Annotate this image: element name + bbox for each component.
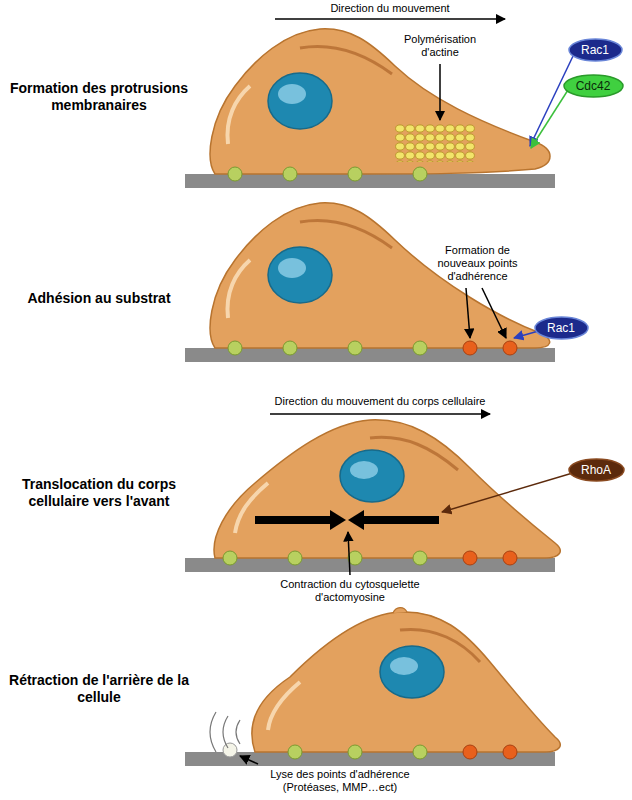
adhesion-point [228, 341, 242, 355]
annotation-label: Polymérisation d'actine [385, 33, 495, 59]
adhesion-point [348, 341, 362, 355]
new-adhesion-point [463, 341, 477, 355]
cell [214, 420, 560, 558]
actomyosin-bar [363, 516, 439, 524]
released-adhesion-point [223, 743, 237, 757]
cell-shading [300, 220, 392, 248]
panel-adhesion [185, 203, 555, 362]
protein-name: Cdc42 [563, 74, 624, 93]
nucleus [380, 646, 444, 698]
nucleus-highlight [278, 258, 306, 278]
oval-fill [569, 39, 622, 61]
protein-oval: Cdc42 [563, 74, 624, 98]
cell-highlight [235, 483, 268, 533]
panel-protrusion [185, 29, 555, 188]
adhesion-point [413, 551, 427, 565]
leader-line [530, 54, 574, 146]
new-adhesion-point [503, 551, 517, 565]
adhesion-point [413, 341, 427, 355]
leader-line [240, 756, 258, 764]
nucleus [268, 247, 332, 303]
adhesion-point [223, 551, 237, 565]
substrate [185, 558, 555, 572]
oval-fill [569, 459, 624, 481]
actomyosin-arrowhead [348, 510, 364, 530]
annotation-label: Direction du mouvement du corps cellulai… [220, 395, 540, 408]
actomyosin-arrowhead [330, 510, 346, 530]
nucleus-highlight [278, 84, 306, 104]
adhesion-point [348, 745, 362, 759]
nucleus-highlight [390, 657, 418, 675]
annotation-label: Direction du mouvement [270, 2, 510, 15]
stage-title: Formation des protrusions membranaires [4, 80, 194, 114]
cell [210, 29, 550, 174]
cell [252, 612, 560, 752]
new-adhesion-point [463, 745, 477, 759]
panel-retraction [185, 608, 560, 766]
adhesion-point [228, 167, 242, 181]
motion-line [210, 712, 216, 752]
cell-highlight [227, 86, 250, 144]
motion-line [223, 716, 228, 748]
cell [210, 203, 550, 348]
protein-name: Rac1 [534, 316, 589, 335]
leader-line [439, 64, 441, 120]
cell-highlight [268, 682, 300, 730]
motion-line [236, 720, 240, 744]
new-adhesion-point [503, 341, 517, 355]
nucleus-highlight [350, 461, 378, 479]
protein-name: Rac1 [568, 38, 623, 57]
protein-oval: RhoA [568, 458, 625, 482]
stage-title: Adhésion au substrat [4, 290, 194, 307]
panel-translocation [185, 420, 560, 572]
adhesion-point [413, 167, 427, 181]
cell-shading [300, 46, 392, 74]
cell-bump [393, 608, 407, 613]
direction-arrow [270, 413, 490, 415]
adhesion-point [283, 167, 297, 181]
actin-filaments [395, 124, 475, 162]
adhesion-point [283, 341, 297, 355]
adhesion-point [288, 551, 302, 565]
annotation-label: Contraction du cytosquelette d'actomyosi… [265, 578, 435, 604]
annotation-label: Lyse des points d'adhérence (Protéases, … [250, 768, 430, 794]
substrate [185, 752, 555, 766]
leader-line [482, 288, 506, 338]
oval-fill [564, 75, 623, 97]
protein-oval: Rac1 [568, 38, 623, 62]
adhesion-point [288, 745, 302, 759]
new-adhesion-point [503, 745, 517, 759]
adhesion-point [413, 745, 427, 759]
direction-arrow [275, 18, 505, 20]
leader-line [466, 288, 470, 338]
adhesion-point [348, 167, 362, 181]
leader-line [442, 472, 576, 512]
leader-line [531, 90, 568, 148]
stage-title: Rétraction de l'arrière de la cellule [4, 672, 194, 706]
new-adhesion-point [463, 551, 477, 565]
stage-title: Translocation du corps cellulaire vers l… [4, 476, 194, 510]
leader-line [348, 532, 350, 575]
annotation-label: Formation de nouveaux points d'adhérence [420, 244, 535, 283]
protein-name: RhoA [568, 458, 625, 477]
protein-oval: Rac1 [534, 316, 589, 340]
nucleus [340, 450, 404, 502]
nucleus [268, 73, 332, 129]
actomyosin-bar [255, 516, 331, 524]
cell-highlight [227, 260, 250, 318]
oval-fill [535, 317, 588, 339]
